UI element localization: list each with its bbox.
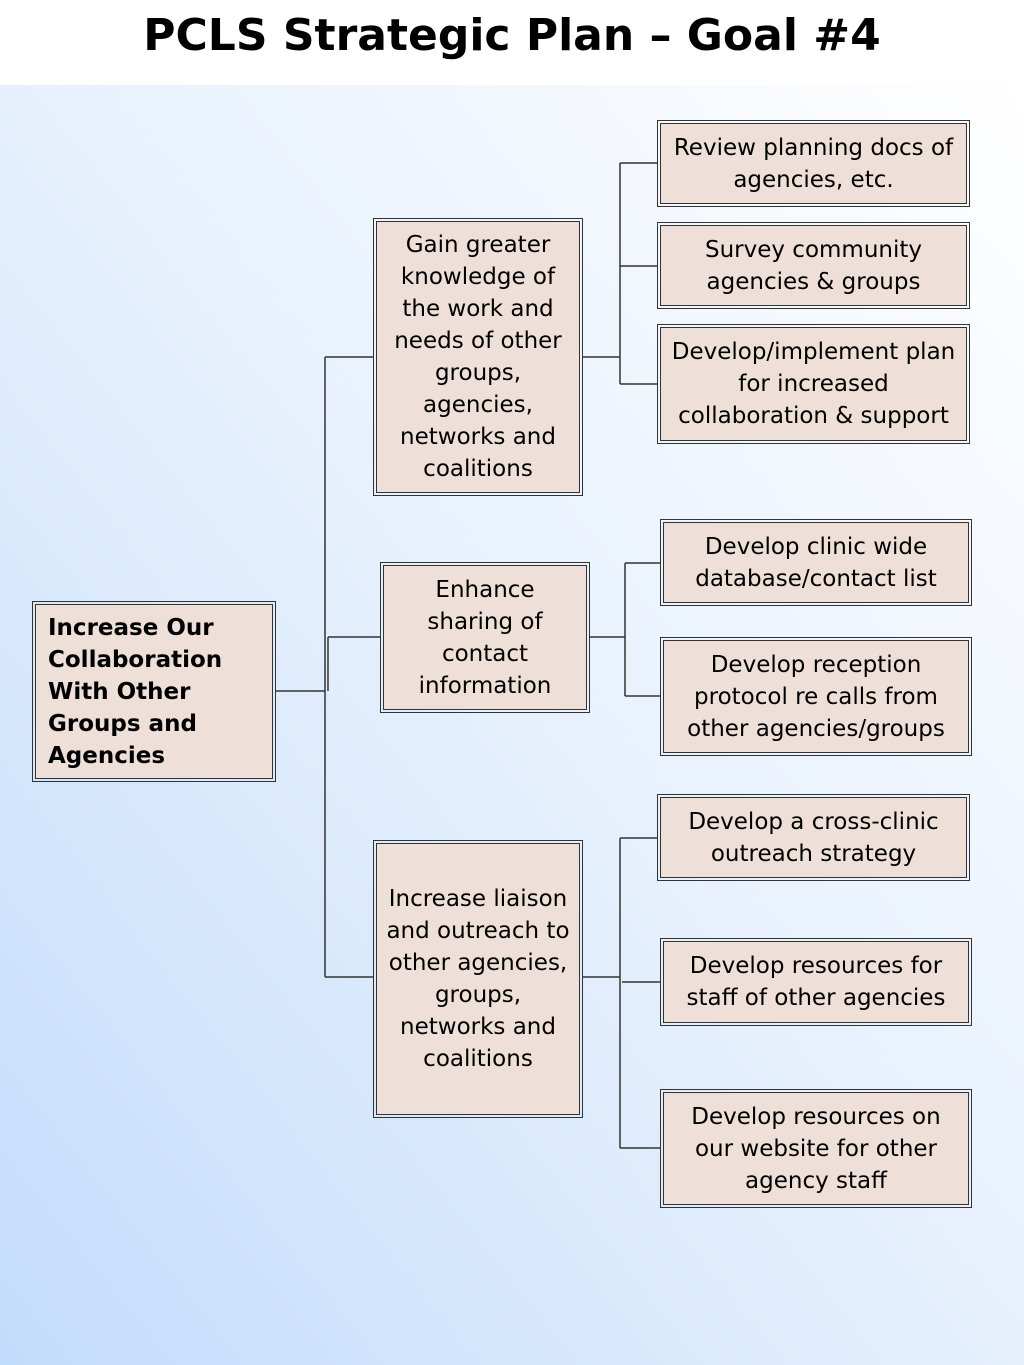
- objective-label: Gain greater knowledge of the work and n…: [394, 232, 562, 482]
- action-label: Develop clinic wide database/contact lis…: [695, 533, 937, 592]
- action-box: Develop clinic wide database/contact lis…: [660, 519, 972, 606]
- action-box: Review planning docs of agencies, etc.: [657, 120, 970, 207]
- objective-label: Increase liaison and outreach to other a…: [386, 886, 570, 1072]
- goal-label: Increase Our Collaboration With Other Gr…: [48, 614, 223, 769]
- page-title: PCLS Strategic Plan – Goal #4: [143, 10, 881, 61]
- action-box: Develop reception protocol re calls from…: [660, 637, 972, 756]
- action-box: Develop/implement plan for increased col…: [657, 324, 970, 444]
- action-label: Develop a cross-clinic outreach strategy: [688, 808, 939, 867]
- action-label: Develop resources on our website for oth…: [691, 1103, 941, 1194]
- objective-box-outreach: Increase liaison and outreach to other a…: [373, 840, 583, 1118]
- action-label: Develop resources for staff of other age…: [686, 953, 946, 1011]
- objective-label: Enhance sharing of contact information: [418, 576, 552, 699]
- action-box: Develop resources on our website for oth…: [660, 1089, 972, 1208]
- action-label: Review planning docs of agencies, etc.: [673, 134, 954, 193]
- action-label: Survey community agencies & groups: [704, 236, 923, 295]
- objective-box-knowledge: Gain greater knowledge of the work and n…: [373, 218, 583, 496]
- action-box: Develop resources for staff of other age…: [660, 938, 972, 1026]
- action-label: Develop reception protocol re calls from…: [687, 651, 945, 742]
- action-box: Develop a cross-clinic outreach strategy: [657, 794, 970, 881]
- goal-box: Increase Our Collaboration With Other Gr…: [32, 601, 276, 782]
- objective-box-contact: Enhance sharing of contact information: [380, 562, 590, 713]
- action-box: Survey community agencies & groups: [657, 222, 970, 309]
- action-label: Develop/implement plan for increased col…: [671, 339, 956, 429]
